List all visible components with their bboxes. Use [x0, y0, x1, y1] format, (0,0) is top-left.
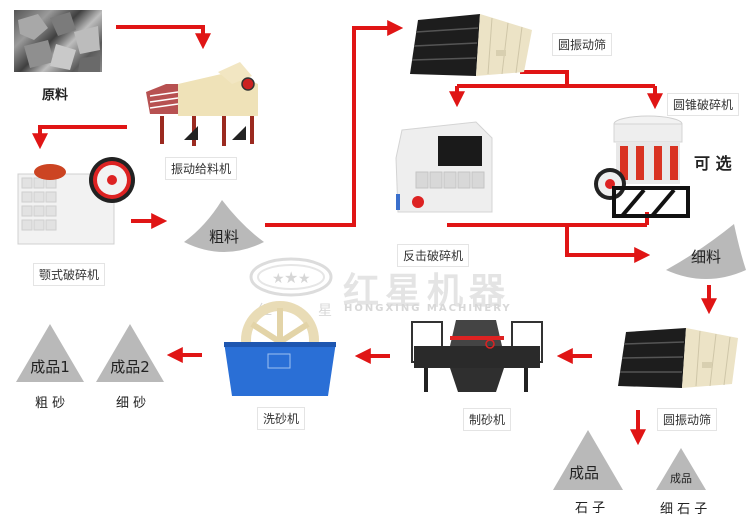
raw-material-label: 原料: [42, 88, 69, 103]
product-1-label: 成品1: [30, 358, 70, 376]
circular-screen-top-image: [406, 10, 534, 80]
cone-crusher-label: 圆锥破碎机: [667, 93, 740, 116]
coarse-material-pile: 粗料: [182, 198, 266, 256]
product-stone-caption: 石 子: [575, 501, 606, 516]
product-2-caption: 细 砂: [116, 396, 147, 411]
circular-screen-bottom-label: 圆振动筛: [657, 408, 718, 431]
impact-crusher-label: 反击破碎机: [397, 244, 470, 267]
vibrating-feeder-label: 振动给料机: [165, 157, 238, 180]
circular-screen-bottom-image: [614, 322, 740, 392]
vibrating-feeder-image: [140, 62, 265, 148]
sand-washer-image: [222, 300, 338, 400]
cone-crusher-image: [592, 112, 692, 220]
product-fine-stone-caption: 细 石 子: [660, 502, 708, 517]
watermark-logo: ★ ★ ★: [246, 253, 336, 305]
product-1-caption: 粗 砂: [35, 396, 66, 411]
watermark-logo-right: 星: [318, 303, 332, 319]
fine-material-pile: 细料: [664, 222, 748, 280]
product-fine-stone-label: 成品: [670, 472, 692, 485]
impact-crusher-image: [392, 118, 498, 218]
sand-maker-image: [410, 312, 544, 396]
fine-material-label: 细料: [690, 248, 721, 266]
svg-text:★: ★: [272, 271, 285, 287]
svg-text:★: ★: [284, 268, 298, 287]
coarse-material-label: 粗料: [208, 228, 239, 246]
optional-note: 可 选: [694, 154, 732, 173]
product-2-pile: 成品2: [94, 322, 166, 384]
product-fine-stone-pile: 成品: [654, 446, 708, 492]
sand-washer-label: 洗砂机: [257, 407, 306, 430]
watermark-brand-en: HONGXING MACHINERY: [344, 303, 512, 314]
product-1-pile: 成品1: [14, 322, 86, 384]
jaw-crusher-label: 颚式破碎机: [33, 263, 106, 286]
watermark-brand-cn: 红星机器: [343, 271, 512, 312]
svg-text:★: ★: [298, 271, 311, 287]
sand-maker-label: 制砂机: [463, 408, 512, 431]
product-stone-label: 成品: [568, 464, 599, 482]
product-2-label: 成品2: [110, 358, 150, 376]
product-stone-pile: 成品: [551, 428, 625, 492]
circular-screen-top-label: 圆振动筛: [552, 33, 613, 56]
raw-material-image: [14, 10, 102, 72]
jaw-crusher-image: [10, 148, 135, 248]
